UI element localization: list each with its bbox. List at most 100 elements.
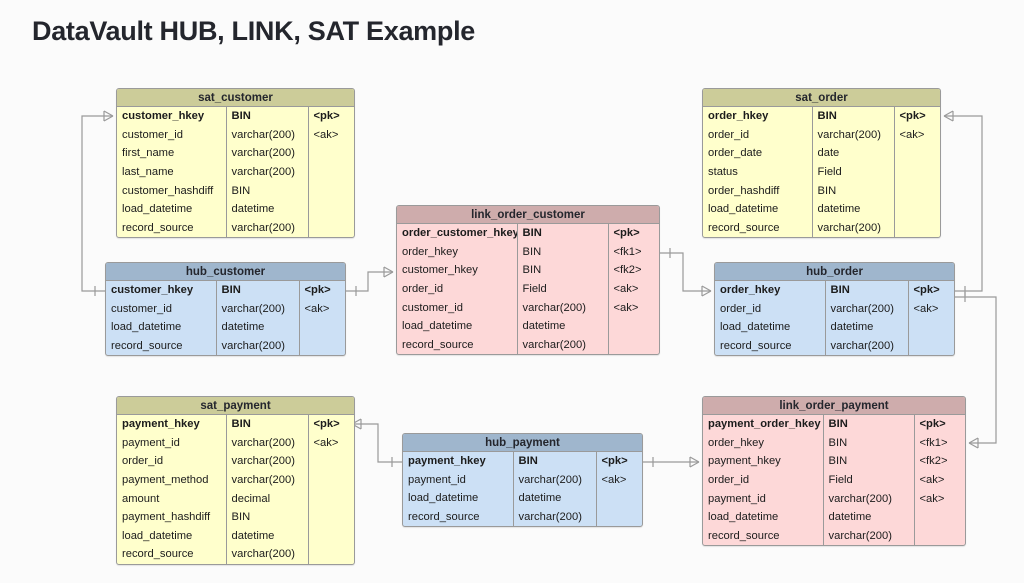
crowsfoot-marker	[383, 266, 394, 278]
column-key	[307, 545, 354, 564]
relationship-markers-rel-hubcust-linkoc	[355, 266, 394, 296]
column-key	[307, 470, 354, 490]
column-key: <pk>	[307, 415, 354, 434]
crowsfoot-marker	[701, 285, 712, 297]
entity-header-sat_order: sat_order	[703, 89, 940, 107]
column-type: varchar(200)	[822, 489, 914, 508]
column-type: varchar(200)	[225, 452, 308, 471]
column-name: order_hkey	[708, 110, 769, 123]
column-name: load_datetime	[708, 203, 779, 216]
column-type: varchar(200)	[516, 298, 608, 317]
column-type: datetime	[822, 507, 914, 527]
column-name: payment_hkey	[408, 455, 486, 468]
column-type: varchar(200)	[225, 125, 308, 145]
column-name: record_source	[122, 548, 194, 561]
column-type: BIN	[822, 415, 914, 434]
column-key	[595, 507, 642, 527]
column-type: date	[811, 144, 894, 163]
column-type: varchar(200)	[811, 218, 894, 238]
column-key	[893, 181, 940, 200]
column-name: customer_hkey	[402, 264, 478, 277]
column-key	[307, 218, 354, 238]
column-name: customer_hkey	[111, 284, 194, 297]
crowsfoot-marker	[103, 110, 114, 122]
column-name: payment_id	[408, 473, 466, 486]
column-key: <fk1>	[913, 433, 965, 453]
column-type: varchar(200)	[225, 545, 308, 564]
column-key: <ak>	[298, 299, 345, 319]
column-name: order_hkey	[402, 245, 458, 258]
column-type: BIN	[811, 107, 894, 126]
table-row: load_datetime datetime	[703, 507, 965, 527]
column-type: BIN	[225, 181, 308, 200]
column-key	[907, 336, 954, 356]
column-type: Field	[516, 279, 608, 299]
column-type: varchar(200)	[215, 299, 299, 319]
column-key	[913, 526, 965, 546]
column-name: record_source	[122, 221, 194, 234]
column-type: datetime	[516, 316, 608, 336]
column-key	[307, 489, 354, 508]
column-name: load_datetime	[708, 511, 779, 524]
column-name: record_source	[708, 529, 780, 542]
column-key	[607, 316, 659, 336]
column-type: Field	[822, 470, 914, 490]
column-name: record_source	[720, 340, 792, 353]
entity-header-hub_order: hub_order	[715, 263, 954, 281]
column-key	[307, 181, 354, 200]
column-key	[893, 199, 940, 219]
column-key: <ak>	[913, 489, 965, 508]
column-key: <ak>	[595, 470, 642, 490]
column-type: datetime	[811, 199, 894, 219]
column-key	[307, 199, 354, 219]
column-type: varchar(200)	[822, 526, 914, 546]
column-name: last_name	[122, 166, 174, 179]
column-key	[307, 162, 354, 182]
column-name: load_datetime	[122, 529, 193, 542]
table-row: record_source varchar(200)	[117, 545, 354, 564]
relationship-markers-rel-hubpay-linkop	[652, 456, 700, 468]
column-type: BIN	[822, 433, 914, 453]
column-name: order_hkey	[720, 284, 781, 297]
column-name: payment_id	[122, 436, 180, 449]
column-key	[893, 218, 940, 238]
column-key	[595, 489, 642, 508]
crowsfoot-marker	[943, 110, 954, 122]
entity-header-hub_payment: hub_payment	[403, 434, 642, 452]
relationship-rel-hubcust-linkoc	[346, 271, 393, 292]
column-key	[307, 452, 354, 471]
column-name: order_id	[402, 283, 444, 296]
column-type: varchar(200)	[824, 299, 908, 319]
column-name: load_datetime	[122, 203, 193, 216]
page-title: DataVault HUB, LINK, SAT Example	[32, 16, 475, 46]
column-key: <ak>	[913, 470, 965, 490]
column-key	[298, 336, 345, 356]
